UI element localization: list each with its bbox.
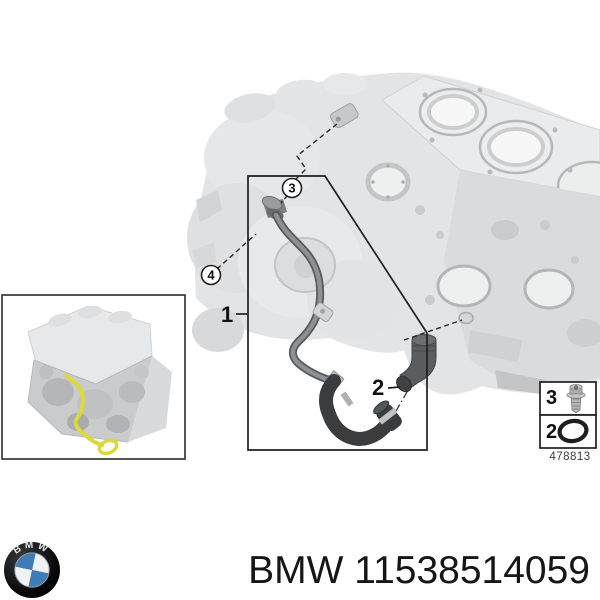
callout3-circle (281, 177, 303, 199)
parts-diagram: 1 2 3 4 3 2 (1, 72, 600, 463)
inset-engine (27, 305, 172, 443)
callout4-dashed-leader (216, 233, 257, 270)
engine-block-illustration (187, 72, 600, 395)
part1-outline-box (247, 175, 428, 451)
callout3-dashed-leader-lower (280, 195, 288, 204)
hose-end-fitting (373, 400, 402, 431)
hose-band (340, 391, 354, 407)
parts-diagram-svg: 1 2 3 4 3 2 (1, 72, 600, 463)
flange-bolt-dots (371, 164, 405, 199)
coolant-pipe (261, 195, 402, 447)
pipe-bracket (330, 103, 359, 129)
engine-thumbnail-inset (1, 294, 186, 460)
elbow-connection-port (458, 311, 474, 325)
parts-legend: 3 2 478813 (539, 381, 597, 463)
part2-centerline (395, 391, 408, 412)
legend-oring-label: 2 (546, 421, 557, 443)
part1-label: 1 (221, 302, 233, 327)
drawing-number: 478813 (549, 451, 590, 463)
product-title: BMW 11538514059 (248, 548, 590, 592)
part2-dashed-leader (403, 319, 463, 341)
pipe-holder-clip (312, 302, 334, 322)
bmw-roundel-icon: BMW (4, 541, 60, 598)
callout4-circle (200, 264, 222, 286)
part2-label: 2 (372, 375, 384, 400)
legend-screw-label: 3 (546, 387, 557, 409)
caption-bar: BMW BMW 11538514059 (0, 540, 600, 600)
roundel-quadrants (14, 552, 50, 588)
callout3-dashed-leader (295, 123, 338, 180)
legend-box-screw (539, 381, 597, 416)
o-ring-icon (557, 418, 589, 444)
callout3-number: 3 (288, 181, 295, 196)
callout-annotations: 1 2 3 4 (200, 123, 463, 451)
rubber-hose (319, 374, 397, 447)
callout4-number: 4 (207, 268, 215, 283)
highlighted-pipe-yellow (64, 374, 119, 456)
texture-dots (415, 205, 579, 305)
deck-bolt-holes (422, 87, 573, 175)
screw-icon (566, 383, 586, 414)
part2-leader-line (387, 386, 401, 389)
